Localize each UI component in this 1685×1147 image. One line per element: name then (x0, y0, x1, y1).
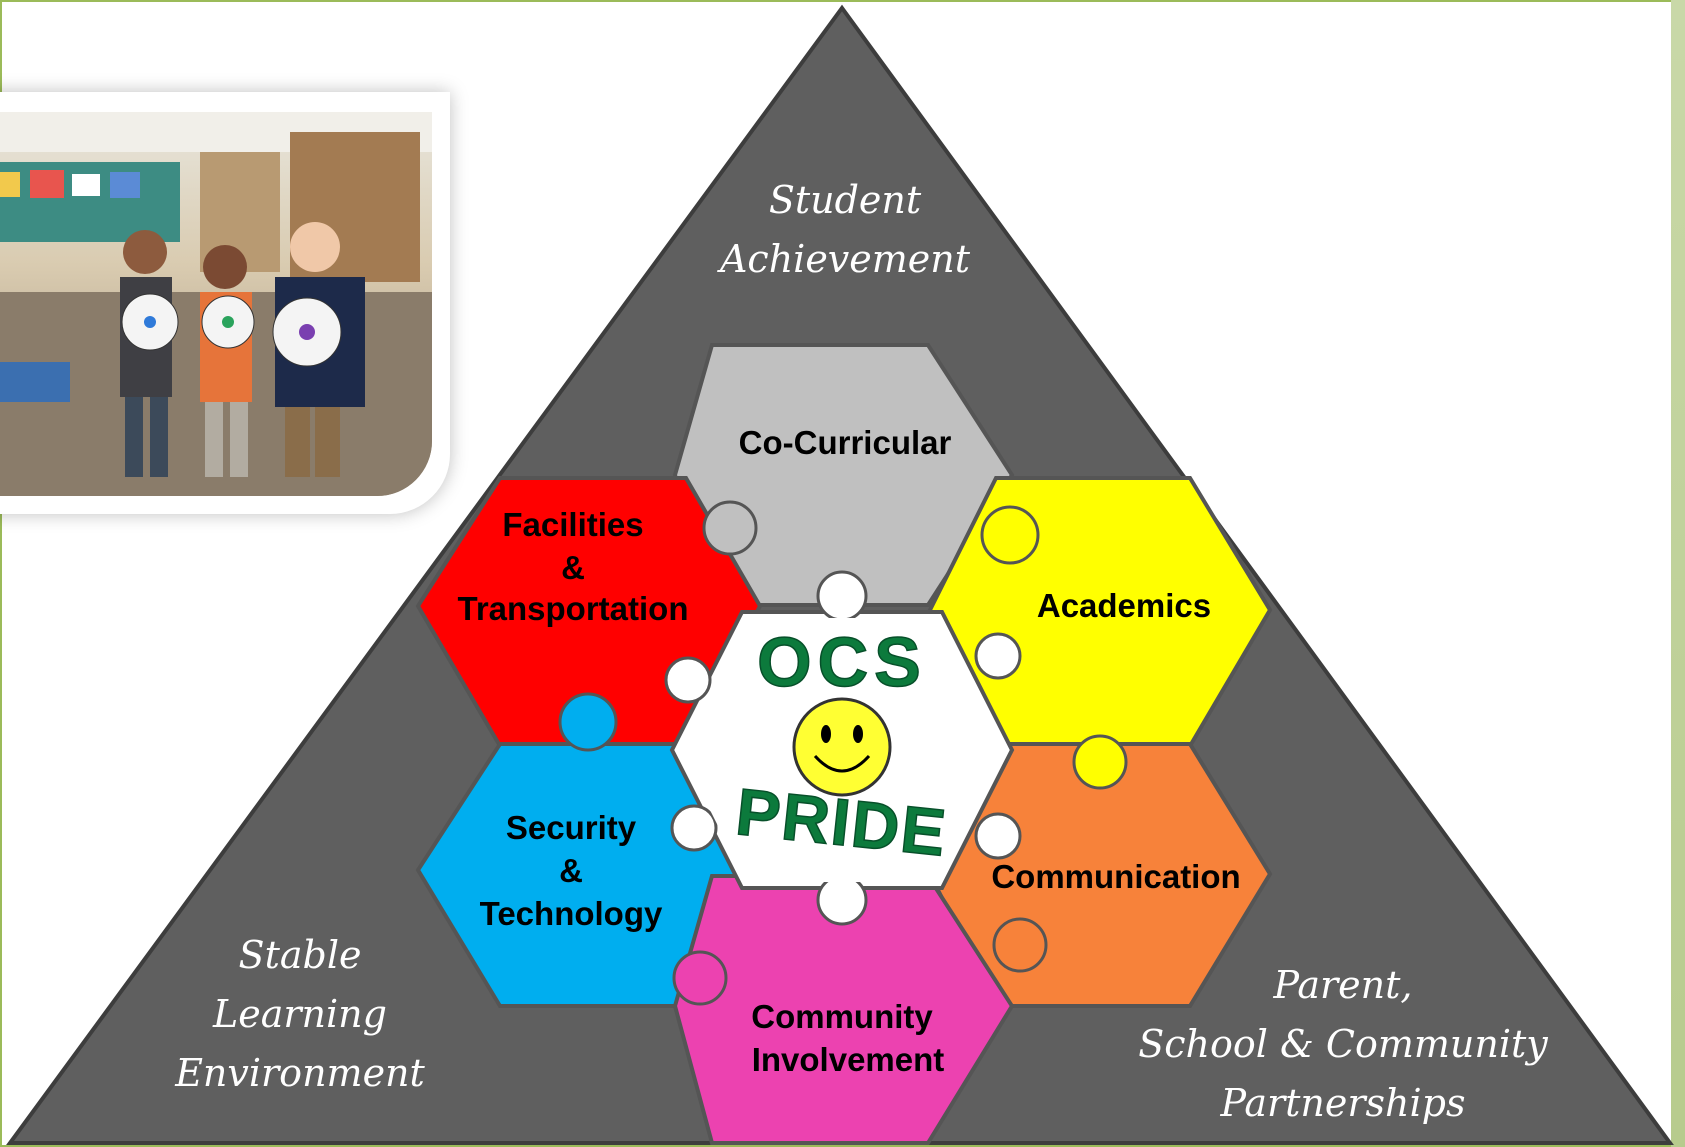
label-co-curricular: Co-Curricular (739, 424, 952, 461)
classroom-photo (0, 112, 432, 496)
label-communication: Communication (991, 858, 1240, 895)
label-security: Security (506, 809, 637, 846)
label-security-amp: & (559, 852, 583, 889)
puzzle-knob (672, 950, 728, 1006)
label-facilities-amp: & (561, 549, 585, 586)
pillar-left-line1: Stable (239, 933, 362, 977)
pillar-left-line3: Environment (174, 1051, 425, 1095)
puzzle-knob (558, 692, 618, 752)
pillar-top-line2: Achievement (717, 237, 971, 281)
label-involvement: Involvement (752, 1041, 945, 1078)
label-academics: Academics (1037, 587, 1211, 624)
pillar-left-line2: Learning (212, 992, 387, 1036)
right-border-band (1671, 0, 1685, 1147)
label-community: Community (751, 998, 933, 1035)
puzzle-knob (816, 874, 868, 926)
puzzle-knob (816, 570, 868, 622)
puzzle-knob (974, 812, 1022, 860)
logo-ocs: OCS (757, 623, 927, 701)
pillar-top-line1: Student (769, 178, 922, 222)
puzzle-knob (670, 804, 718, 852)
label-transportation: Transportation (457, 590, 688, 627)
puzzle-knob (992, 917, 1048, 973)
label-facilities: Facilities (502, 506, 643, 543)
classroom-photo-frame (0, 92, 450, 514)
label-technology: Technology (480, 895, 663, 932)
puzzle-knob (702, 500, 758, 556)
pillar-right-line1: Parent, (1273, 963, 1413, 1007)
puzzle-knob (974, 632, 1022, 680)
pillar-right-line2: School & Community (1138, 1022, 1548, 1066)
puzzle-knob (980, 505, 1040, 565)
puzzle-knob (664, 656, 712, 704)
puzzle-knob (1072, 734, 1128, 790)
pillar-right-line3: Partnerships (1219, 1081, 1465, 1125)
segment-co-curricular (672, 343, 1015, 607)
smiley-icon (792, 697, 892, 797)
